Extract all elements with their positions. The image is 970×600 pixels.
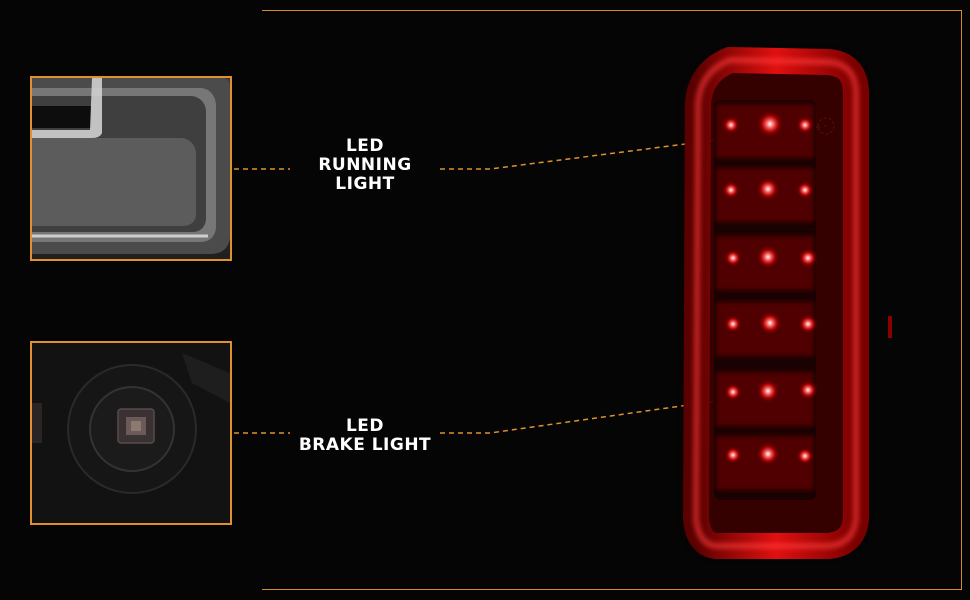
brake-light-label-line-1: LED	[345, 416, 385, 436]
frame-top-line	[262, 10, 962, 11]
led-array	[716, 104, 818, 490]
running-light-label-line-3: LIGHT	[335, 174, 395, 194]
running-light-label-line-2: RUNNING	[318, 155, 412, 175]
led-chip-closeup-icon	[32, 343, 230, 523]
running-light-label-line-1: LED	[345, 136, 385, 156]
running-light-closeup-image	[30, 76, 232, 261]
brake-light-label: LED BRAKE LIGHT	[290, 417, 440, 455]
brake-light-leader-line	[234, 387, 761, 434]
running-light-label: LED RUNNING LIGHT	[305, 137, 425, 194]
light-bar-closeup-icon	[32, 78, 230, 259]
brake-light-label-line-2: BRAKE LIGHT	[298, 435, 432, 455]
frame-right-line	[961, 10, 962, 590]
brake-light-closeup-image	[30, 341, 232, 525]
frame-bottom-line	[262, 589, 962, 590]
